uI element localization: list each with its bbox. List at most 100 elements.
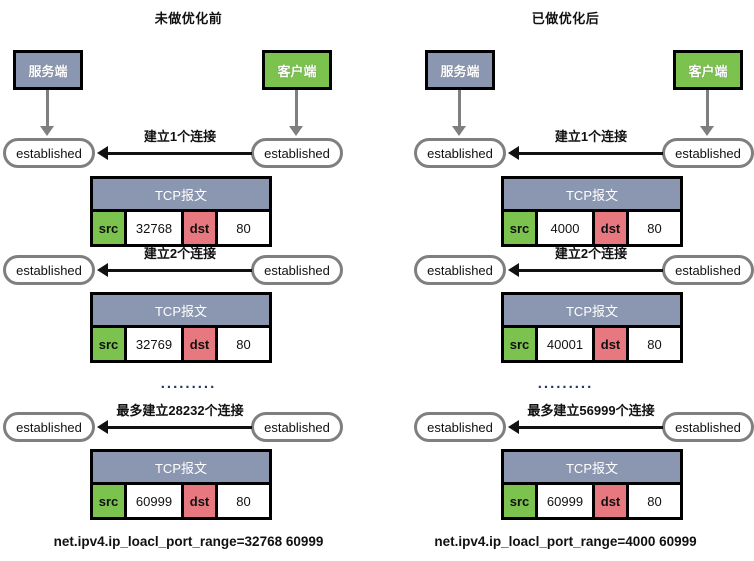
- state-node-server-row1-after: established: [414, 138, 506, 168]
- connection-arrow-row1-before: [108, 152, 252, 155]
- sysctl-setting-before: net.ipv4.ip_loacl_port_range=32768 60999: [53, 534, 324, 549]
- tcp-packet-fields: src 32768 dst 80: [93, 212, 269, 244]
- tcp-packet-row3-after: TCP报文 src 60999 dst 80: [501, 449, 683, 520]
- state-label: established: [16, 145, 82, 161]
- dst-label-cell: dst: [595, 212, 629, 244]
- dst-label-cell: dst: [184, 328, 218, 360]
- tcp-packet-row3-before: TCP报文 src 60999 dst 80: [90, 449, 272, 520]
- state-node-client-row2-after: established: [662, 255, 754, 285]
- dst-label-cell: dst: [184, 212, 218, 244]
- client-box-before: 客户端: [262, 50, 332, 90]
- state-node-server-row2-after: established: [414, 255, 506, 285]
- state-label: established: [264, 419, 330, 435]
- server-connector-arrowhead-after: [452, 126, 466, 136]
- server-connector-line-after: [458, 90, 461, 130]
- server-label: 服务端: [28, 63, 68, 79]
- server-label: 服务端: [440, 63, 480, 79]
- connection-arrow-row3-before: [108, 426, 252, 429]
- state-node-server-row2-before: established: [3, 255, 95, 285]
- state-node-client-row3-after: established: [662, 412, 754, 442]
- connection-arrowhead-row2-before: [97, 263, 108, 277]
- src-value-cell: 4000: [538, 212, 595, 244]
- state-label: established: [427, 262, 493, 278]
- sysctl-setting-after: net.ipv4.ip_loacl_port_range=4000 60999: [434, 534, 697, 549]
- client-connector-line-after: [706, 90, 709, 130]
- connection-arrow-label-row1-after: 建立1个连接: [554, 129, 628, 144]
- connection-arrow-label-row1-before: 建立1个连接: [143, 129, 217, 144]
- connection-arrow-label-row3-after: 最多建立56999个连接: [527, 403, 655, 418]
- tcp-packet-row2-before: TCP报文 src 32769 dst 80: [90, 292, 272, 363]
- client-label: 客户端: [277, 63, 317, 79]
- state-label: established: [675, 145, 741, 161]
- tcp-packet-header: TCP报文: [93, 179, 269, 212]
- state-node-server-row3-before: established: [3, 412, 95, 442]
- state-label: established: [675, 419, 741, 435]
- src-value-cell: 60999: [538, 485, 595, 517]
- tcp-packet-fields: src 60999 dst 80: [93, 485, 269, 517]
- connection-arrowhead-row3-after: [508, 420, 519, 434]
- panel-title-before: 未做优化前: [154, 11, 223, 26]
- tcp-packet-header: TCP报文: [504, 452, 680, 485]
- server-connector-arrowhead-before: [40, 126, 54, 136]
- tcp-packet-header: TCP报文: [504, 295, 680, 328]
- tcp-packet-header: TCP报文: [93, 295, 269, 328]
- tcp-packet-fields: src 32769 dst 80: [93, 328, 269, 360]
- tcp-packet-fields: src 4000 dst 80: [504, 212, 680, 244]
- client-connector-line-before: [295, 90, 298, 130]
- state-node-client-row1-before: established: [251, 138, 343, 168]
- state-node-server-row3-after: established: [414, 412, 506, 442]
- src-label-cell: src: [504, 485, 538, 517]
- tcp-packet-fields: src 40001 dst 80: [504, 328, 680, 360]
- connection-arrow-label-row2-after: 建立2个连接: [554, 246, 628, 261]
- state-label: established: [16, 262, 82, 278]
- src-label-cell: src: [504, 212, 538, 244]
- server-connector-line-before: [46, 90, 49, 130]
- state-label: established: [427, 145, 493, 161]
- tcp-packet-header: TCP报文: [93, 452, 269, 485]
- server-box-after: 服务端: [425, 50, 495, 90]
- connection-arrowhead-row1-before: [97, 146, 108, 160]
- panel-before: 未做优化前 服务端 客户端 established established 建立…: [3, 11, 343, 549]
- ellipsis-after: .........: [537, 375, 594, 392]
- client-connector-arrowhead-before: [289, 126, 303, 136]
- state-label: established: [16, 419, 82, 435]
- src-label-cell: src: [504, 328, 538, 360]
- src-label-cell: src: [93, 212, 127, 244]
- tcp-packet-header: TCP报文: [504, 179, 680, 212]
- connection-arrow-label-row2-before: 建立2个连接: [143, 246, 217, 261]
- dst-label-cell: dst: [595, 328, 629, 360]
- connection-arrow-row1-after: [519, 152, 663, 155]
- state-label: established: [675, 262, 741, 278]
- dst-value-cell: 80: [218, 328, 269, 360]
- state-node-client-row2-before: established: [251, 255, 343, 285]
- src-value-cell: 32769: [127, 328, 184, 360]
- dst-value-cell: 80: [218, 212, 269, 244]
- connection-arrow-row3-after: [519, 426, 663, 429]
- tcp-packet-fields: src 60999 dst 80: [504, 485, 680, 517]
- connection-arrow-row2-before: [108, 269, 252, 272]
- dst-value-cell: 80: [629, 328, 680, 360]
- dst-label-cell: dst: [595, 485, 629, 517]
- src-value-cell: 32768: [127, 212, 184, 244]
- state-node-client-row1-after: established: [662, 138, 754, 168]
- client-box-after: 客户端: [673, 50, 743, 90]
- state-label: established: [264, 262, 330, 278]
- state-node-client-row3-before: established: [251, 412, 343, 442]
- client-connector-arrowhead-after: [700, 126, 714, 136]
- tcp-packet-row1-before: TCP报文 src 32768 dst 80: [90, 176, 272, 247]
- connection-arrow-label-row3-before: 最多建立28232个连接: [116, 403, 244, 418]
- src-value-cell: 40001: [538, 328, 595, 360]
- dst-value-cell: 80: [218, 485, 269, 517]
- connection-arrow-row2-after: [519, 269, 663, 272]
- src-label-cell: src: [93, 328, 127, 360]
- dst-value-cell: 80: [629, 485, 680, 517]
- connection-arrowhead-row3-before: [97, 420, 108, 434]
- src-value-cell: 60999: [127, 485, 184, 517]
- panel-after: 已做优化后 服务端 客户端 established established 建立…: [377, 0, 754, 561]
- server-box-before: 服务端: [13, 50, 83, 90]
- tcp-packet-row1-after: TCP报文 src 4000 dst 80: [501, 176, 683, 247]
- tcp-packet-row2-after: TCP报文 src 40001 dst 80: [501, 292, 683, 363]
- client-label: 客户端: [688, 63, 728, 79]
- state-node-server-row1-before: established: [3, 138, 95, 168]
- state-label: established: [264, 145, 330, 161]
